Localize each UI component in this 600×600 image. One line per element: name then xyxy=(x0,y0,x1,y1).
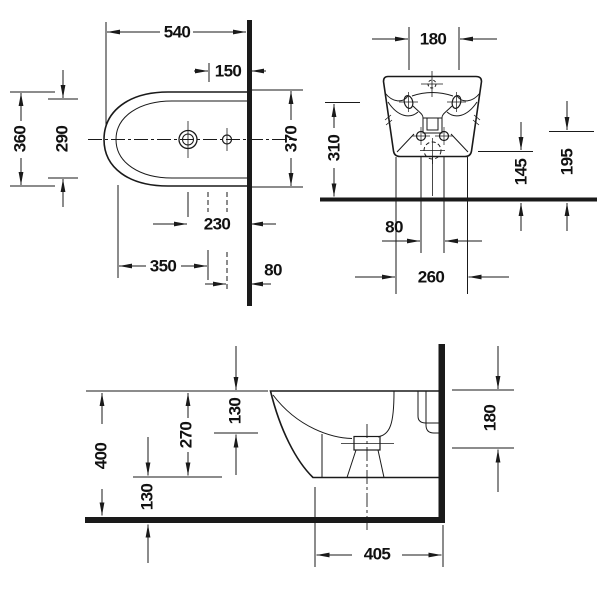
dim-label-front-base-width: 260 xyxy=(417,267,445,287)
dim-label-plan-bowl-width: 290 xyxy=(52,125,72,153)
front-top-fixing-hole xyxy=(427,79,437,89)
dim-label-side-projection: 405 xyxy=(363,544,391,564)
dim-label-plan-width-trim: 370 xyxy=(281,125,301,153)
front-floor-line xyxy=(320,197,597,202)
front-bolt-holes xyxy=(412,127,453,145)
dim-label-plan-overall-length: 540 xyxy=(163,22,191,42)
dim-label-side-rim-depth: 130 xyxy=(225,397,245,425)
front-oval-fixing-holes xyxy=(399,92,466,112)
side-floor-line xyxy=(85,517,445,523)
side-bidet-outline xyxy=(269,390,439,479)
dim-label-plan-rim-to-drain: 350 xyxy=(149,256,177,276)
plan-view-linework xyxy=(10,20,303,306)
dim-label-front-hole-spacing: 180 xyxy=(419,29,447,49)
dim-label-side-rim-height: 400 xyxy=(91,442,111,470)
dim-label-front-bolt-height: 195 xyxy=(557,148,577,176)
side-wall-line xyxy=(438,344,445,523)
side-view-linework xyxy=(85,344,514,567)
dim-label-front-bolt-spacing: 80 xyxy=(385,217,403,237)
front-drain-collar xyxy=(412,105,453,134)
dim-label-front-hole-height: 310 xyxy=(324,134,344,162)
front-bidet-outline xyxy=(382,75,483,158)
dim-label-side-body-height: 270 xyxy=(176,421,196,449)
dim-label-plan-overall-width: 360 xyxy=(10,125,30,153)
side-bowl-curve xyxy=(272,394,353,439)
plan-wall-line xyxy=(247,20,252,306)
dim-label-plan-faucet-to-wall: 230 xyxy=(203,214,231,234)
dim-label-side-clearance: 130 xyxy=(137,483,157,511)
dim-label-plan-inlet-to-wall: 80 xyxy=(264,260,282,280)
plan-bidet-outer-outline xyxy=(103,91,247,187)
dim-label-side-drain-drop: 180 xyxy=(480,404,500,432)
dim-label-plan-drain-to-wall: 150 xyxy=(214,61,242,81)
dim-label-front-drain-height: 145 xyxy=(511,158,531,186)
front-view-linework xyxy=(320,27,597,294)
